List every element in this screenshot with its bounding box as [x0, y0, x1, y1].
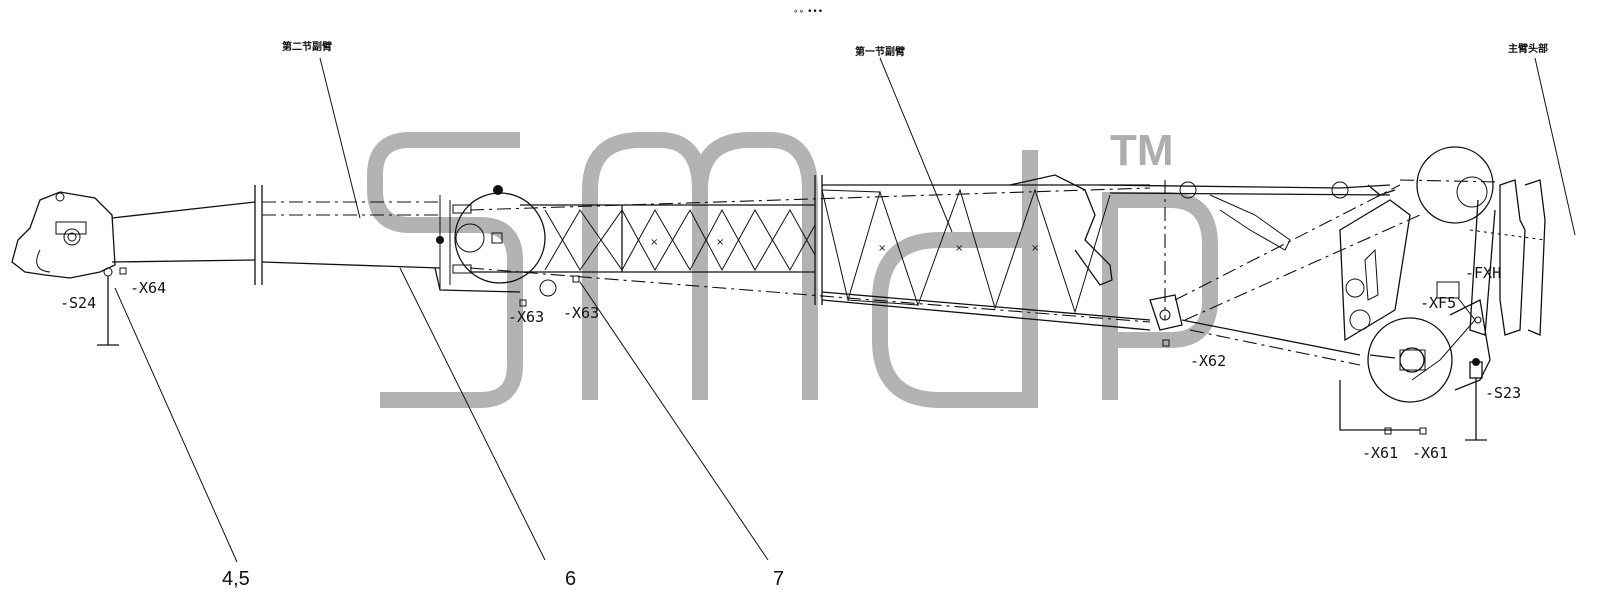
connector-x63-a: -X63 [508, 308, 544, 326]
connector-x64: -X64 [130, 279, 166, 297]
svg-text:×: × [955, 243, 963, 254]
callout-7: 7 [773, 568, 784, 590]
watermark-logo: TM [367, 126, 1218, 408]
first-jib-lattice: × × × × × [469, 174, 1183, 347]
label-first-jib: 第一节副臂 [855, 45, 905, 58]
callout-6: 6 [565, 568, 576, 590]
callout-4-5: 4,5 [222, 568, 250, 590]
connector-x63-b: -X63 [563, 304, 599, 322]
second-jib-section [261, 185, 580, 307]
label-second-jib: 第二节副臂 [282, 40, 332, 53]
connector-fxh: -FXH [1465, 264, 1501, 282]
watermark-tm: TM [1110, 126, 1174, 175]
connector-xf5: -XF5 [1420, 294, 1456, 312]
svg-text:×: × [878, 243, 886, 254]
connector-x61-b: -X61 [1412, 444, 1448, 462]
label-main-boom-head: 主臂头部 [1508, 42, 1548, 55]
connector-s24: -S24 [60, 294, 96, 312]
connector-s23: -S23 [1485, 384, 1521, 402]
svg-text:×: × [1031, 243, 1039, 254]
main-boom-head [1099, 146, 1546, 441]
jib-tip-head [11, 185, 263, 285]
leader-lines [114, 57, 1576, 563]
ground-symbol-s24 [97, 276, 119, 346]
svg-text:×: × [650, 237, 658, 248]
top-mark: ∘∘ ••• [793, 7, 823, 17]
connector-x61-a: -X61 [1362, 444, 1398, 462]
svg-text:×: × [716, 237, 724, 248]
connector-x62: -X62 [1190, 352, 1226, 370]
